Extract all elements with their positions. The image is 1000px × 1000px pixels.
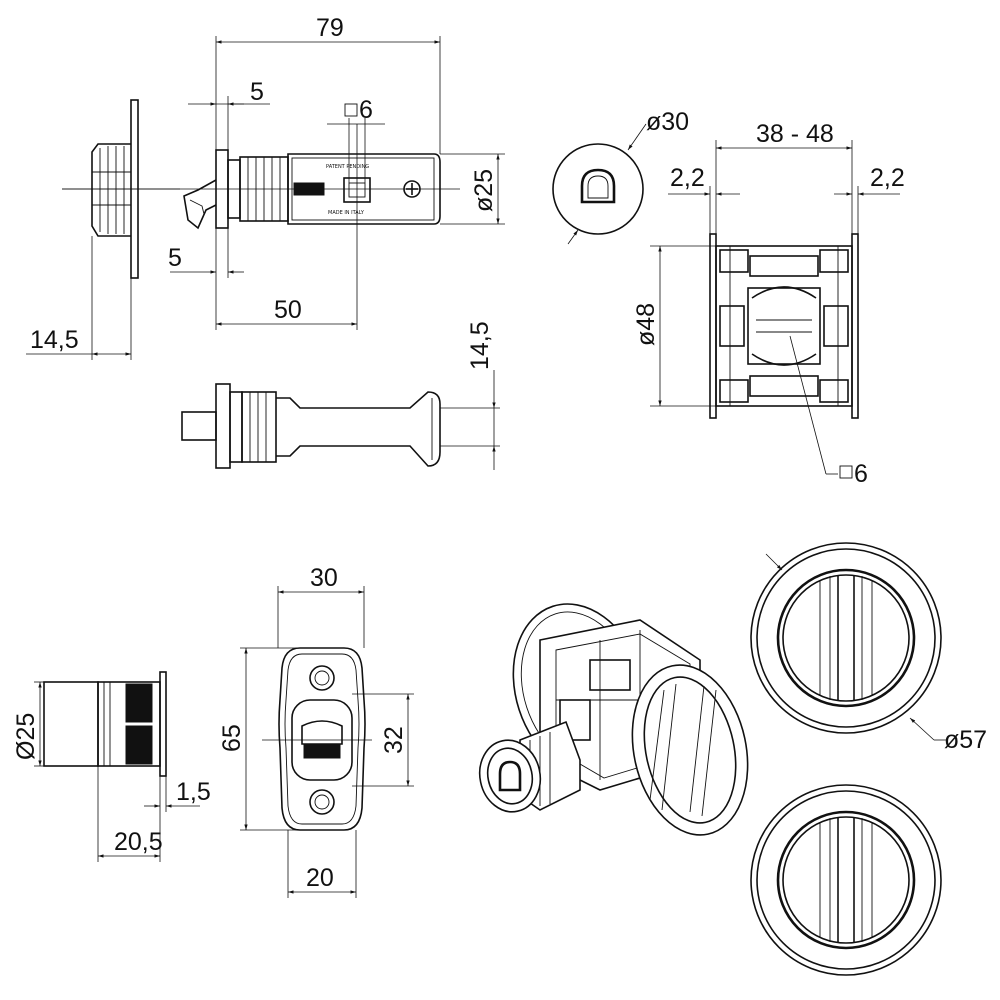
- dim-cylinder-diameter: Ø25: [12, 713, 40, 760]
- mechanism-side-view: 38 - 48 2,2 2,2 ø48 6: [632, 120, 905, 488]
- dim-bolt-throw: 14,5: [466, 321, 494, 370]
- pull-front-view: ø30: [552, 108, 689, 245]
- rose-front-view-bottom: [750, 784, 942, 976]
- dim-body-diameter: ø25: [470, 169, 498, 212]
- striker-front-view: 30 65 32 20: [218, 564, 414, 898]
- dim-pull-diameter: ø30: [646, 108, 689, 136]
- dim-spindle-square: 6: [359, 96, 373, 124]
- dim-striker-width: 30: [310, 564, 338, 592]
- dim-flange-right: 2,2: [870, 164, 905, 192]
- dim-mechanism-diameter: ø48: [632, 303, 660, 346]
- dim-door-thickness: 38 - 48: [756, 120, 834, 148]
- rose-front-view-top: ø57: [750, 542, 987, 754]
- dim-striker-inner: 20: [306, 864, 334, 892]
- body-mark-patent: PATENT PENDING: [326, 164, 369, 170]
- dim-latch-length: 79: [316, 14, 344, 42]
- dim-cylinder-depth: 20,5: [114, 828, 163, 856]
- dim-flange-thickness: 1,5: [176, 778, 211, 806]
- body-mark-made-in: MADE IN ITALY: [328, 210, 365, 216]
- dim-rose-diameter: ø57: [944, 726, 987, 754]
- dim-strike-depth: 14,5: [30, 326, 79, 354]
- dim-backset: 50: [274, 296, 302, 324]
- latch-top-view: 14,5: [181, 321, 500, 470]
- cylinder-side-view: Ø25 1,5 20,5: [12, 671, 211, 862]
- assembly-isometric: [478, 603, 749, 836]
- dim-faceplate-top: 5: [250, 78, 264, 106]
- latch-side-view: PATENT PENDING MADE IN ITALY 79 5 6 ø25 …: [62, 14, 505, 330]
- dim-striker-opening: 32: [380, 726, 408, 754]
- dim-faceplate-bottom: 5: [168, 244, 182, 272]
- dim-flange-left: 2,2: [670, 164, 705, 192]
- strike-side-view: 14,5: [26, 99, 180, 360]
- dim-striker-height: 65: [218, 724, 246, 752]
- dim-mechanism-square: 6: [854, 460, 868, 488]
